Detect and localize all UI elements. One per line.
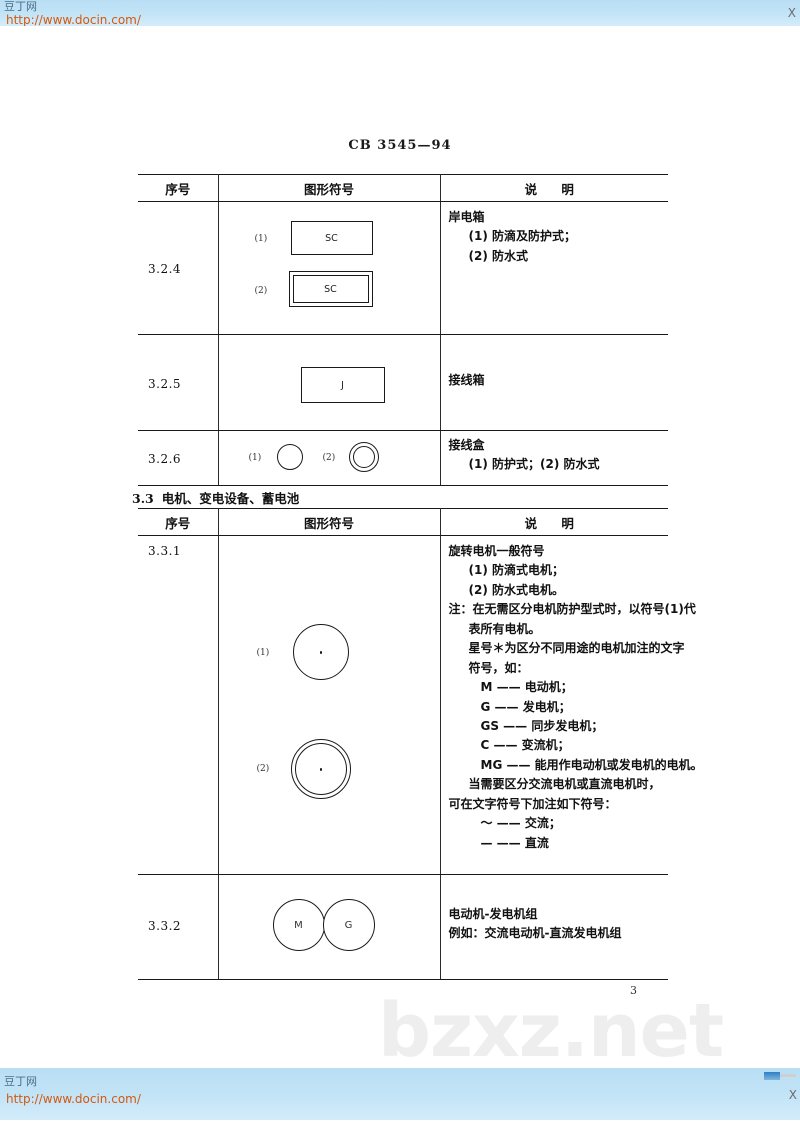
desc-symbol-def: ～ —— 交流； (480, 816, 561, 831)
desc-line: 当需要区分交流电机或直流电机时， (468, 777, 661, 792)
desc-title: 接线盒 (448, 438, 485, 452)
shore-power-box-waterproof-icon: SC (288, 271, 373, 307)
symbol-table-1: 序号 图形符号 说 明 3.2.4 (1) SC (2) SC (138, 174, 668, 486)
desc-note: 注：在无需区分电机防护型式时，以符号(1)代 (448, 602, 696, 617)
table1-header-description: 说 明 (439, 174, 668, 202)
desc-cell-325: 接线箱 (441, 335, 669, 396)
row-index-332: 3.3.2 (148, 919, 182, 933)
symbol-cell-326: (1) (2) (217, 430, 441, 486)
desc-line: (1) 防滴式电机； (468, 563, 565, 578)
symbol-label-2: (2) (322, 453, 336, 463)
shore-power-box-protected-icon: SC (290, 221, 373, 255)
row-index-325: 3.2.5 (148, 377, 182, 391)
docin-banner-top: 豆丁网 http://www.docin.com/ (0, 0, 800, 27)
symbol-label-1: (1) (256, 648, 270, 658)
desc-symbol-def: GS —— 同步发电机； (480, 718, 604, 733)
terminal-box-protected-icon (276, 444, 303, 470)
page-number: 3 (630, 984, 637, 997)
desc-line: 可在文字符号下加注如下符号： (448, 796, 617, 811)
desc-symbol-def: M —— 电动机； (480, 680, 573, 695)
desc-title: 旋转电机一般符号 (448, 544, 545, 558)
desc-line: (2) 防水式 (468, 248, 529, 263)
table1-header-symbol: 图形符号 (217, 174, 441, 202)
symbol-cell-324: (1) SC (2) SC (217, 201, 441, 335)
symbol-cell-325: J (217, 334, 441, 431)
desc-symbol-def: — —— 直流 (480, 835, 549, 850)
table2-header-symbol: 图形符号 (217, 508, 441, 536)
docin-logo-top: 豆丁网 (4, 0, 37, 13)
docin-logo-bottom: 豆丁网 (4, 1075, 37, 1088)
desc-cell-332: 电动机-发电机组 例如：交流电动机-直流发电机组 (441, 875, 669, 950)
desc-cell-331: 旋转电机一般符号 (1) 防滴式电机； (2) 防水式电机。 注：在无需区分电机… (441, 536, 703, 859)
symbol-table-2: 序号 图形符号 说 明 3.3.1 (1) (2) (138, 508, 703, 980)
junction-box-icon: J (300, 367, 385, 403)
close-icon-bottom[interactable]: X (788, 1088, 797, 1102)
close-icon-top[interactable]: X (787, 6, 796, 20)
row-index-324: 3.2.4 (148, 262, 182, 276)
row-index-331: 3.3.1 (148, 544, 182, 558)
docin-url-top[interactable]: http://www.docin.com/ (6, 13, 141, 27)
center-dot-icon (319, 768, 322, 771)
section-heading-33: 3.3 电机、变电设备、蓄电池 (132, 488, 299, 507)
symbol-label-1: (1) (248, 453, 262, 463)
table-row: 3.3.2 M G 电动机-发电机组 例如：交流电动机-直流发电机组 (138, 874, 669, 980)
table1-header-index: 序号 (138, 174, 219, 202)
standard-number: CB 3545—94 (348, 138, 452, 153)
section-number: 3.3 (132, 491, 154, 506)
generator-circle-icon: G (322, 899, 375, 951)
scrollbar-track[interactable] (780, 1074, 796, 1077)
table-row: 3.2.6 (1) (2) 接线盒 (1) 防护式；(2) 防水式 (138, 430, 669, 486)
section-title: 电机、变电设备、蓄电池 (161, 491, 300, 506)
table-row: 3.2.5 J 接线箱 (138, 334, 669, 431)
docin-banner-bottom: 豆丁网 http://www.docin.com/ (0, 1068, 800, 1120)
page-watermark: bzxz.net (378, 988, 724, 1074)
terminal-box-waterproof-icon (348, 442, 379, 472)
desc-line: (2) 防水式电机。 (468, 582, 565, 597)
row-index-326: 3.2.6 (148, 452, 182, 466)
symbol-cell-331: (1) (2) (217, 535, 441, 875)
table2-header-description: 说 明 (439, 508, 668, 536)
symbol-label-2: (2) (256, 764, 270, 774)
symbol-label-1: (1) (254, 234, 268, 244)
center-dot-icon (319, 651, 322, 654)
desc-line: 符号，如： (468, 660, 529, 675)
desc-line: 表所有电机。 (468, 621, 541, 636)
desc-symbol-def: C —— 变流机； (480, 738, 570, 753)
table-row: 3.2.4 (1) SC (2) SC 岸电箱 (1) 防滴及防护式； (2) … (138, 201, 669, 335)
table2-header-index: 序号 (138, 508, 219, 536)
scrollbar-thumb[interactable] (764, 1072, 780, 1080)
symbol-label-2: (2) (254, 286, 268, 296)
docin-url-bottom[interactable]: http://www.docin.com/ (6, 1092, 141, 1106)
desc-line: (1) 防滴及防护式； (468, 229, 577, 244)
desc-line: (1) 防护式；(2) 防水式 (468, 457, 600, 472)
document-page: CB 3545—94 序号 图形符号 说 明 3.2.4 (1) SC (2) (0, 26, 800, 1068)
desc-line: 例如：交流电动机-直流发电机组 (448, 926, 622, 941)
desc-line: 星号＊为区分不同用途的电机加注的文字 (468, 641, 685, 656)
desc-title: 接线箱 (448, 373, 485, 387)
desc-title: 岸电箱 (448, 210, 485, 224)
table-row: 3.3.1 (1) (2) 旋转电机一般符号 (1) 防滴式电机； (2) 防水… (138, 535, 703, 875)
desc-title: 电动机-发电机组 (448, 907, 538, 921)
desc-cell-326: 接线盒 (1) 防护式；(2) 防水式 (441, 431, 669, 481)
motor-circle-icon: M (272, 899, 325, 951)
desc-symbol-def: G —— 发电机； (480, 699, 571, 714)
symbol-cell-332: M G (217, 874, 441, 980)
desc-cell-324: 岸电箱 (1) 防滴及防护式； (2) 防水式 (441, 202, 669, 272)
desc-symbol-def: MG —— 能用作电动机或发电机的电机。 (480, 757, 703, 772)
